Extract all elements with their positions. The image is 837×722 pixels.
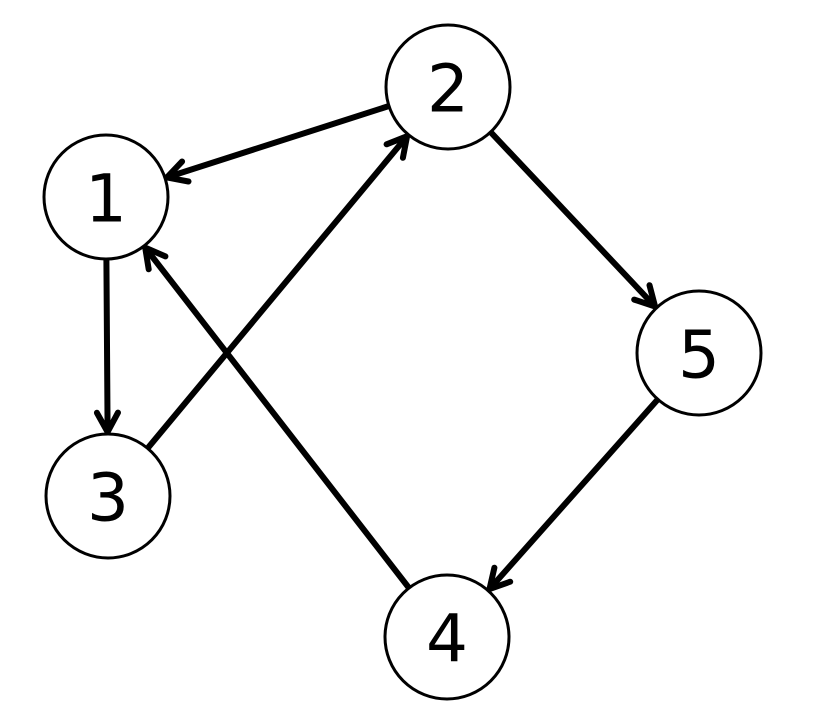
node-3-circle — [44, 432, 172, 560]
node-4-label: 4 — [426, 601, 468, 678]
edge-1-to-3 — [93, 256, 121, 435]
node-2-circle — [384, 23, 512, 151]
arrowhead — [383, 133, 411, 161]
node-5-label: 5 — [678, 317, 720, 394]
edge-line — [163, 103, 392, 181]
edge-2-to-1 — [163, 103, 392, 185]
edge-line — [142, 244, 412, 591]
edge-line — [486, 396, 661, 593]
edge-line — [103, 256, 111, 435]
edge-4-to-1 — [142, 244, 412, 591]
arrowhead — [93, 409, 121, 435]
arrowhead — [631, 282, 659, 310]
node-5: 5 — [635, 289, 763, 417]
arrowhead — [142, 244, 169, 273]
edges-layer — [93, 103, 661, 593]
node-1-label: 1 — [85, 161, 127, 238]
nodes-layer: 1 2 3 4 5 — [42, 23, 763, 701]
node-4-circle — [383, 573, 511, 701]
node-3: 3 — [44, 432, 172, 560]
node-2: 2 — [384, 23, 512, 151]
node-1-circle — [42, 133, 170, 261]
node-5-circle — [635, 289, 763, 417]
arrowhead — [163, 158, 192, 185]
edge-2-to-5 — [487, 129, 659, 310]
edge-line — [487, 129, 659, 310]
node-3-label: 3 — [87, 460, 129, 537]
edge-line — [144, 133, 411, 452]
edge-3-to-2 — [144, 133, 411, 452]
node-2-label: 2 — [427, 51, 469, 128]
arrowhead — [486, 564, 514, 593]
edge-5-to-4 — [486, 396, 661, 593]
node-1: 1 — [42, 133, 170, 261]
node-4: 4 — [383, 573, 511, 701]
